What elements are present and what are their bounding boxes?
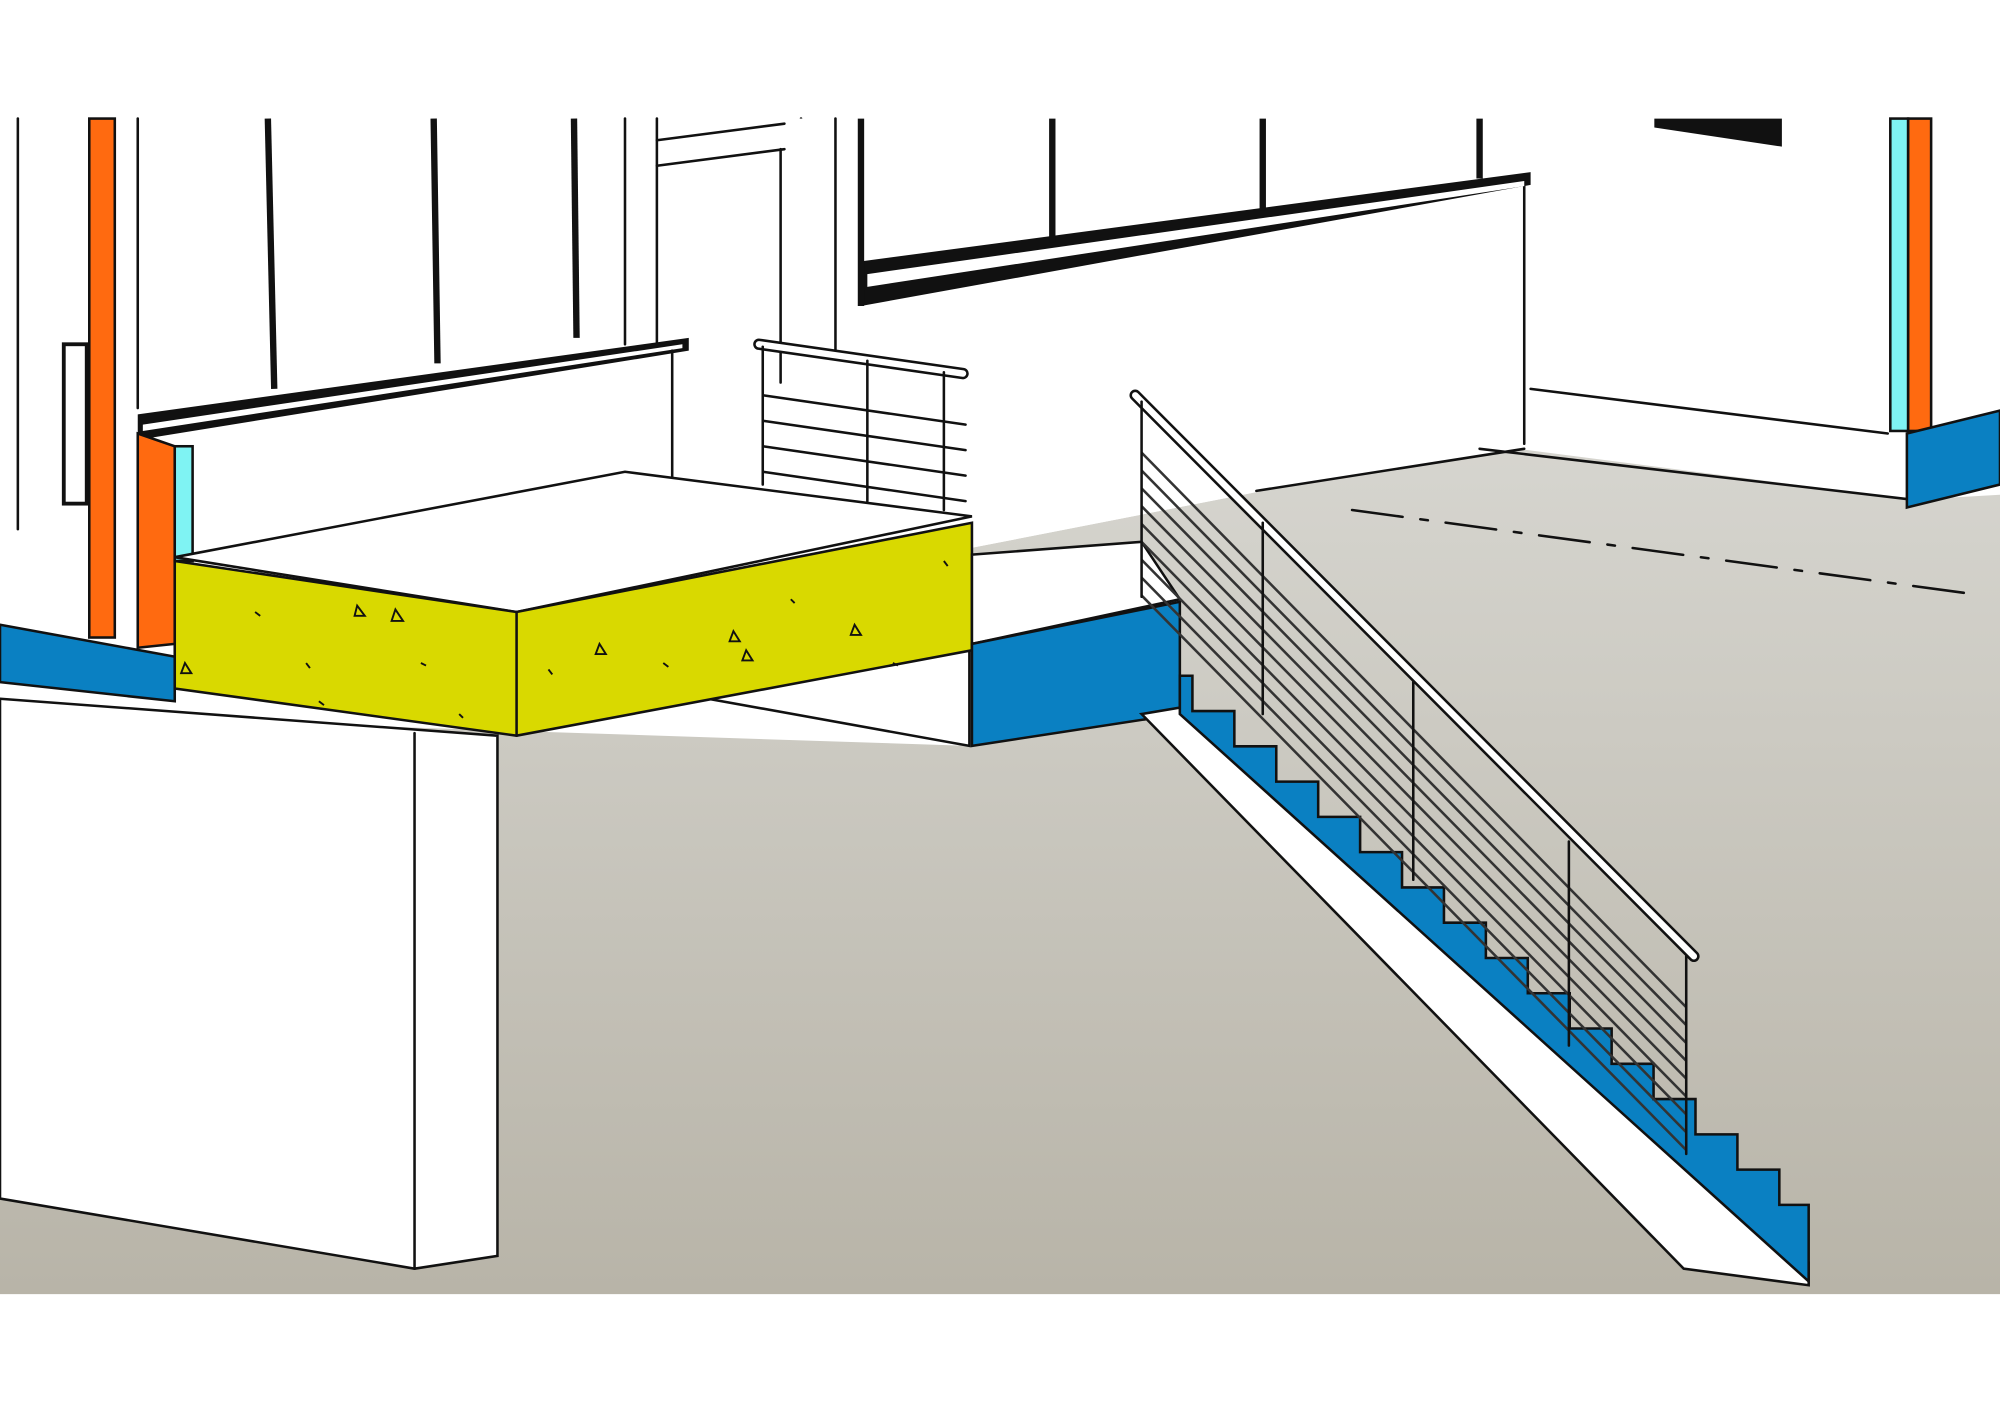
retaining-wall — [0, 697, 499, 1270]
footing-right — [1905, 409, 2000, 510]
railing-back — [753, 338, 969, 512]
orange-column-inner — [136, 431, 177, 650]
ground-floor — [0, 448, 2000, 1295]
footing-left — [0, 623, 177, 703]
orange-column-left — [88, 117, 117, 639]
orange-column-right — [1906, 117, 1933, 433]
railing-front — [1129, 389, 1700, 1156]
glass-strip-right — [1889, 117, 1910, 433]
glass-strip — [173, 444, 194, 563]
insulation-hatch — [179, 560, 949, 719]
back-building — [799, 117, 1966, 595]
